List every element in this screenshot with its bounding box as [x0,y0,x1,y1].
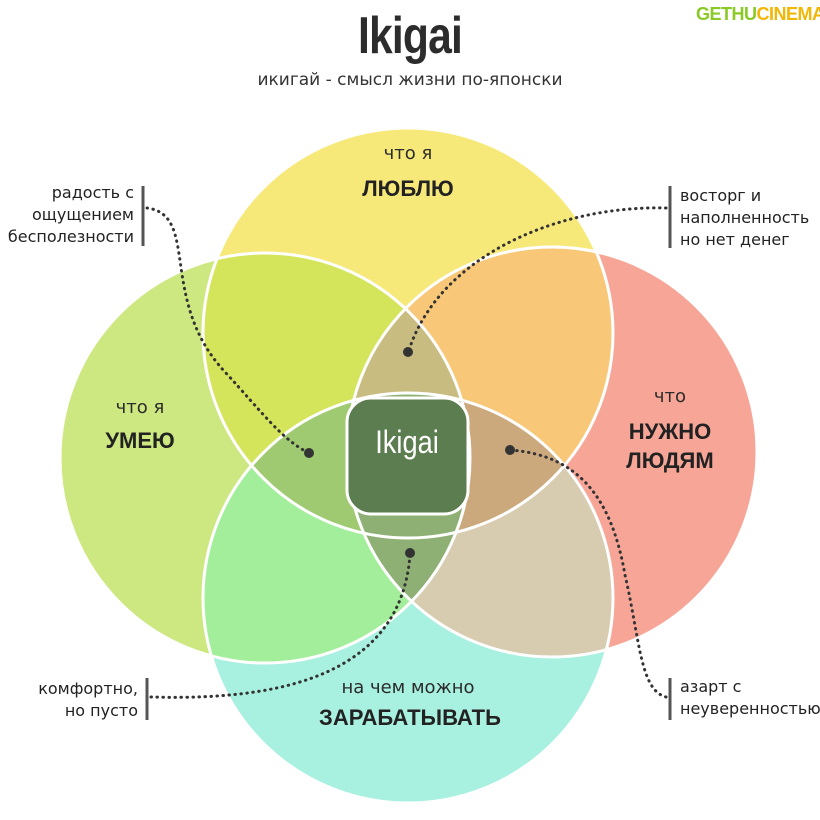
world-needs-label-line1: что [653,386,687,407]
triple-love-good-paid [203,393,470,538]
note-top-left: радость с ощущением бесполезности [8,182,134,248]
watermark-part1: GETHU [696,4,757,24]
love-label-line1: что я [383,143,433,164]
page-subtitle: икигай - смысл жизни по-японски [257,70,563,90]
note-bottom-right: азарт с неуверенностью [680,676,820,720]
dot-top-left [304,448,314,458]
love-label-line2: ЛЮБЛЮ [362,176,454,201]
ikigai-center [345,396,470,516]
dot-bottom-left [405,548,415,558]
dot-top-right [403,347,413,357]
good-at-label-line2: УМЕЮ [105,428,175,453]
watermark-logo: GETHUCINEMA [696,4,820,25]
connector-top-right [407,206,668,352]
note-bottom-left-line: но пусто [64,701,138,720]
connector-top-left [145,206,311,455]
world-needs-label-line2b: ЛЮДЯМ [626,448,714,473]
note-bottom-right-line: азарт с [680,677,742,696]
paid-for-label-line2: ЗАРАБАТЫВАТЬ [319,705,501,730]
note-top-right-line: восторг и [680,186,762,205]
note-bottom-left-line: комфортно, [38,679,138,698]
page-title: Ikigai [357,7,463,65]
note-top-right: восторг и наполненность но нет денег [680,185,809,251]
paid-for-label-line1: на чем можно [341,677,475,698]
connector-bottom-right [508,448,668,699]
triple-love-needs-paid [347,393,613,538]
watermark-part2: CINEMA [756,4,820,24]
note-top-left-line: радость с [51,183,134,202]
good-at-label-line1: что я [115,397,165,418]
ikigai-center-label: Ikigai [375,424,439,460]
connector-bottom-left [149,553,412,699]
world-needs-label-line2a: НУЖНО [628,419,712,444]
note-bottom-right-line: неуверенностью [680,699,820,718]
note-top-left-line: бесполезности [7,227,134,246]
note-top-left-line: ощущением [31,205,134,224]
note-bottom-left: комфортно, но пусто [38,678,138,722]
dot-bottom-right [505,445,515,455]
note-top-right-line: но нет денег [680,230,790,249]
note-top-right-line: наполненность [680,208,810,227]
